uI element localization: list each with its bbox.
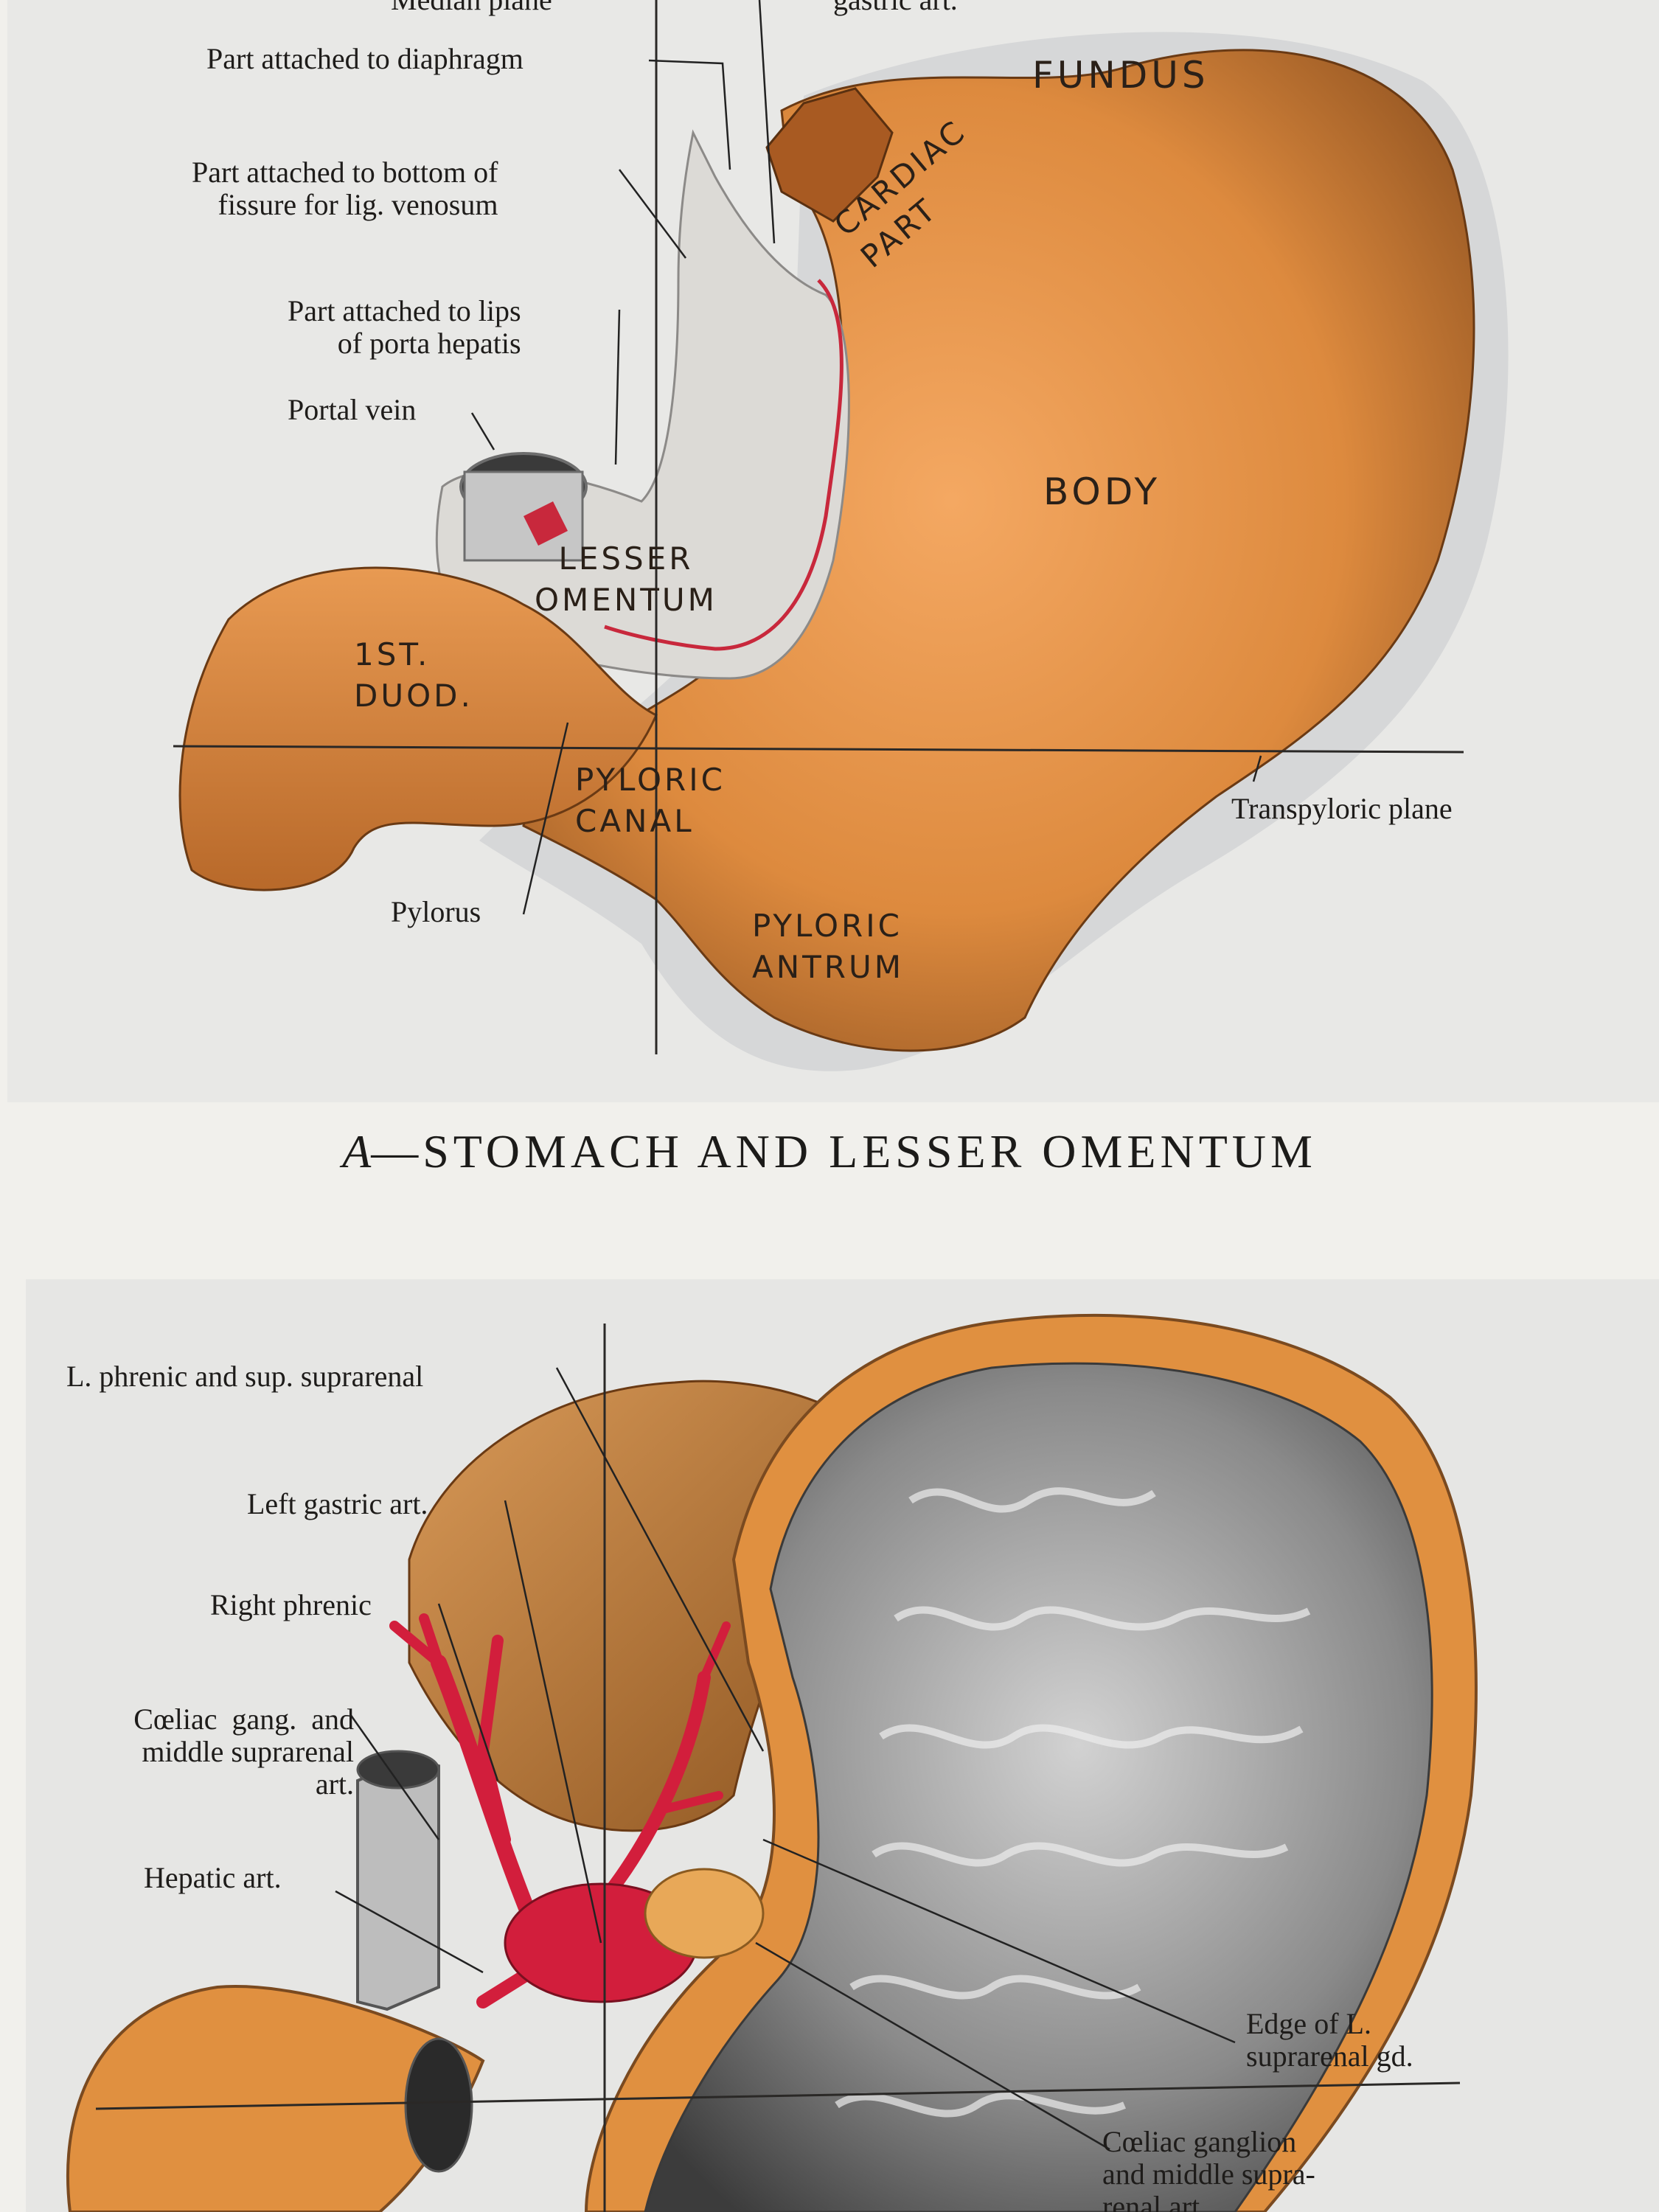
figure-a-panel: Median plane gastric art. Part attached … bbox=[7, 0, 1659, 1102]
label-part-porta: Part attached to lips of porta hepatis bbox=[288, 294, 521, 360]
duodenum bbox=[178, 566, 658, 891]
label-part-fissure: Part attached to bottom of fissure for l… bbox=[192, 156, 498, 221]
label-gastric-art-partial: gastric art. bbox=[833, 0, 958, 16]
label-coeliac-ganglion: Cœliac ganglion and middle supra- renal … bbox=[1102, 2125, 1315, 2212]
gastric-mucosa bbox=[644, 1362, 1433, 2212]
region-pyloric-canal: PYLORIC CANAL bbox=[575, 762, 726, 839]
leader-lines-b bbox=[335, 1367, 1236, 2151]
label-left-gastric: Left gastric art. bbox=[247, 1487, 428, 1520]
label-l-phrenic: L. phrenic and sup. suprarenal bbox=[66, 1360, 424, 1393]
leader-porta bbox=[614, 309, 621, 465]
label-pylorus: Pylorus bbox=[391, 895, 481, 928]
label-edge-l-suprarenal: Edge of L. suprarenal gd. bbox=[1246, 2007, 1413, 2073]
label-right-phrenic: Right phrenic bbox=[210, 1588, 372, 1621]
region-first-duod: 1ST. DUOD. bbox=[354, 636, 473, 714]
leader-pylorus bbox=[522, 722, 569, 915]
label-part-diaphragm: Part attached to diaphragm bbox=[206, 42, 524, 75]
region-lesser-omentum: LESSER OMENTUM bbox=[535, 540, 717, 618]
leader-transpyloric bbox=[1252, 755, 1262, 782]
figure-b-illustration bbox=[66, 1313, 1478, 2212]
caption-text: —STOMACH AND LESSER OMENTUM bbox=[371, 1125, 1317, 1178]
region-body: BODY bbox=[1043, 470, 1161, 513]
hepatic-artery-stub bbox=[524, 501, 568, 546]
transpyloric-plane-line-b bbox=[95, 2081, 1461, 2110]
label-median-plane: Median plane bbox=[391, 0, 552, 16]
label-coeliac-gang-middle: Cœliac gang. and middle suprarenal art. bbox=[133, 1703, 354, 1801]
transpyloric-plane-line bbox=[173, 745, 1464, 754]
leader-gastric-art bbox=[758, 0, 776, 244]
suprarenal-fat bbox=[644, 1868, 765, 1959]
figure-b-panel: L. phrenic and sup. suprarenal Left gast… bbox=[26, 1279, 1659, 2212]
pylorus-opening bbox=[404, 2037, 473, 2173]
caption-letter: A bbox=[342, 1125, 372, 1178]
leader-portal-vein bbox=[470, 412, 495, 451]
leader-diaphragm bbox=[648, 59, 731, 170]
leader-fissure bbox=[619, 169, 686, 259]
label-hepatic-art: Hepatic art. bbox=[144, 1861, 282, 1894]
rugae-folds bbox=[835, 1487, 1311, 2118]
figure-a-illustration bbox=[173, 0, 1509, 1071]
aorta-tube bbox=[356, 1756, 440, 2011]
region-fundus: FUNDUS bbox=[1032, 54, 1209, 97]
left-gastric-artery-line bbox=[604, 279, 844, 651]
label-portal-vein: Portal vein bbox=[288, 393, 417, 426]
region-pyloric-antrum: PYLORIC ANTRUM bbox=[752, 908, 904, 985]
aorta-cut bbox=[356, 1750, 440, 1790]
figure-a-caption: A—STOMACH AND LESSER OMENTUM bbox=[0, 1124, 1659, 1179]
label-transpyloric-plane: Transpyloric plane bbox=[1231, 792, 1453, 825]
